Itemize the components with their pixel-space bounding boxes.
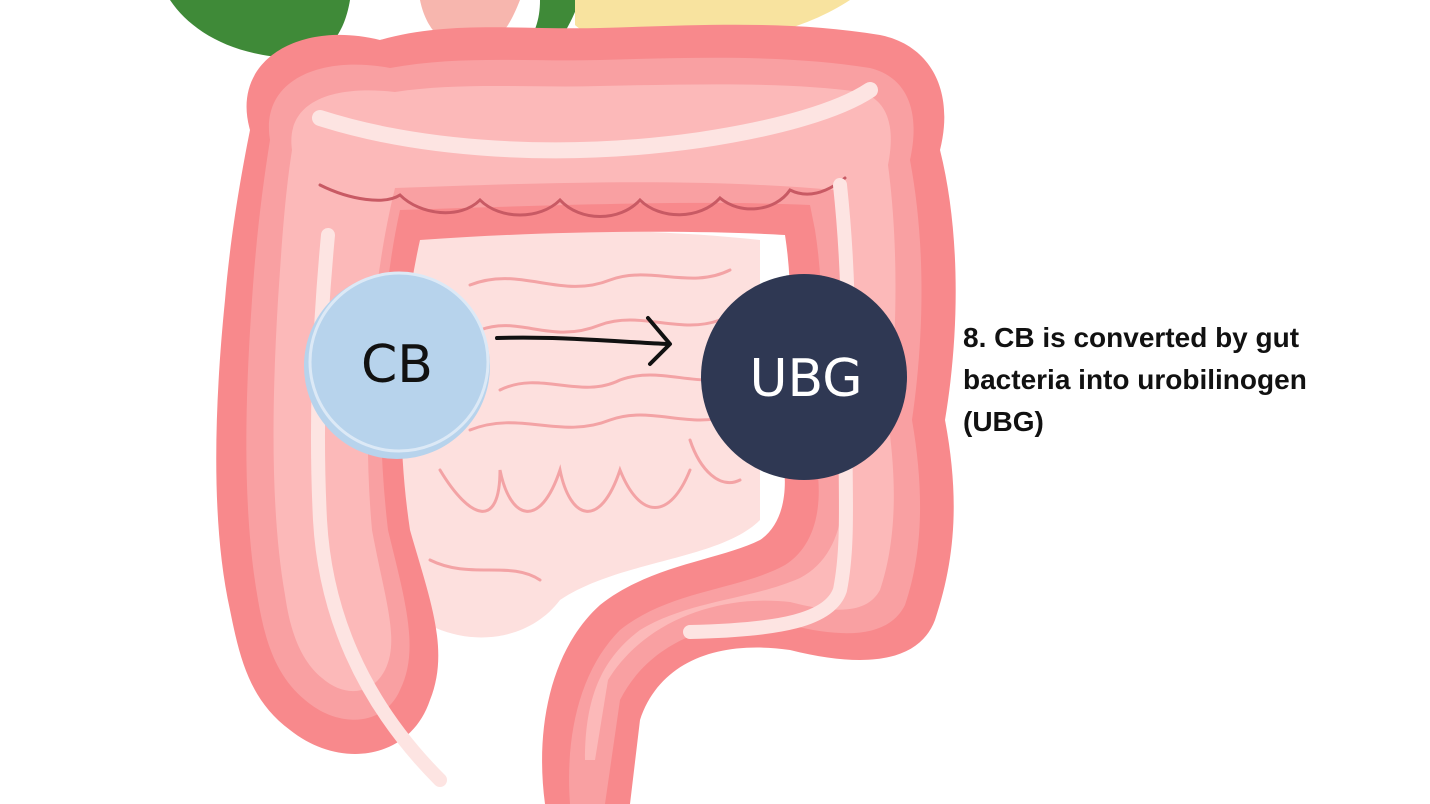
- arrow-shaft: [495, 335, 670, 346]
- conversion-arrow: [495, 316, 672, 366]
- cb-circle: [304, 273, 490, 459]
- large-intestine: [216, 24, 956, 804]
- colon-haustra: [318, 176, 847, 218]
- caption-line-2: bacteria into urobilinogen: [963, 364, 1307, 395]
- ubg-node: UBG: [701, 274, 907, 480]
- colon-inner: [273, 84, 896, 760]
- small-intestine-area: [400, 230, 760, 638]
- ubg-label: UBG: [749, 349, 862, 409]
- step-caption: 8. CB is converted by gut bacteria into …: [963, 317, 1383, 443]
- cb-node: CB: [304, 271, 490, 459]
- caption-line-1: 8. CB is converted by gut: [963, 322, 1300, 353]
- ubg-circle: [701, 274, 907, 480]
- cb-label: CB: [361, 335, 433, 395]
- caption-line-3: (UBG): [963, 406, 1044, 437]
- cb-circle-sketch-ring: [308, 271, 490, 453]
- colon-highlight-top: [312, 82, 878, 159]
- arrow-head: [646, 316, 672, 366]
- colon-mid: [246, 57, 922, 804]
